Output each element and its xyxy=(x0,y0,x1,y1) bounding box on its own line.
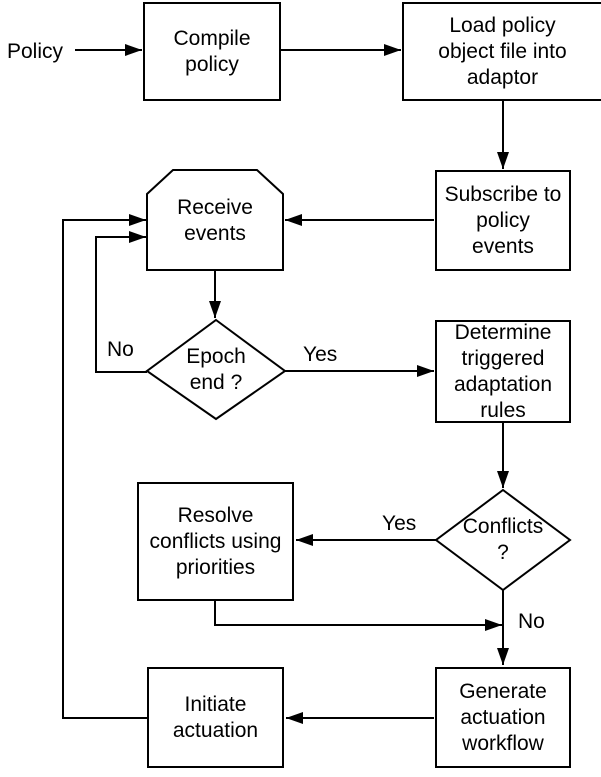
node-resolve-conflicts-label: Resolve conflicts using priorities xyxy=(149,503,282,579)
node-epoch-end-label: Epoch end ? xyxy=(147,322,285,418)
node-load-policy: Load policy object file into adaptor xyxy=(402,2,601,101)
receive-events-text: Receive events xyxy=(177,195,253,245)
node-generate-workflow-label: Generate actuation workflow xyxy=(459,679,547,755)
node-compile-policy: Compile policy xyxy=(143,2,281,101)
epoch-end-text: Epoch end ? xyxy=(186,345,246,394)
edge-label-epoch-no: No xyxy=(107,338,134,361)
node-resolve-conflicts: Resolve conflicts using priorities xyxy=(137,482,294,601)
node-compile-policy-label: Compile policy xyxy=(173,26,251,76)
node-subscribe-events: Subscribe to policy events xyxy=(435,170,571,271)
node-initiate-actuation-label: Initiate actuation xyxy=(172,692,259,742)
node-determine-rules-label: Determine triggered adaptation rules xyxy=(453,320,553,422)
node-initiate-actuation: Initiate actuation xyxy=(147,667,284,768)
receive-events-shape xyxy=(146,169,284,271)
epoch-end-diamond xyxy=(145,318,287,421)
node-receive-events-label: Receive events xyxy=(147,170,283,271)
node-generate-workflow: Generate actuation workflow xyxy=(435,667,571,768)
node-determine-rules: Determine triggered adaptation rules xyxy=(435,320,571,423)
node-load-policy-label: Load policy object file into adaptor xyxy=(438,13,567,89)
edge-label-conflicts-no: No xyxy=(518,610,545,633)
edge-resolve-to-no-branch xyxy=(214,601,502,631)
node-subscribe-events-label: Subscribe to policy events xyxy=(444,182,562,258)
edge-epoch-no-loop xyxy=(95,231,147,373)
edge-initiate-loop-to-receive xyxy=(62,214,147,719)
conflicts-text: Conflicts ? xyxy=(462,515,544,564)
edge-label-conflicts-yes: Yes xyxy=(382,512,417,535)
edge-label-epoch-yes: Yes xyxy=(303,343,338,366)
node-conflicts-label: Conflicts ? xyxy=(436,492,570,588)
policy-input-label: Policy xyxy=(7,40,64,63)
